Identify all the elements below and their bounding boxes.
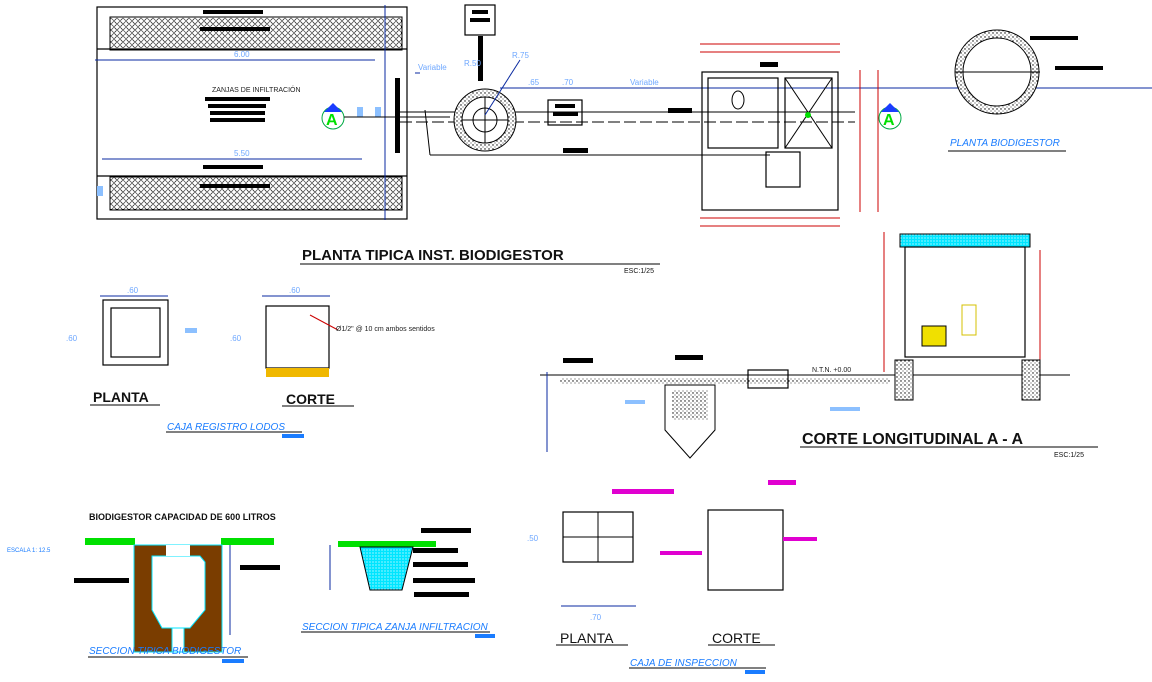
sludge-box-caption: CAJA REGISTRO LODOS [167,422,285,433]
pipe-layout: Variable R.50 R.75 .65 .70 Variable [400,4,1152,156]
inspection-box-caption: CAJA DE INSPECCION [630,658,738,669]
sludge-box: .60 .60 PLANTA .60 .60 Ø1/2" @ 10 cm amb… [66,286,435,438]
radius-r75: R.75 [512,51,529,60]
section-marker-a-right: A [878,103,902,130]
inspection-plan-label: PLANTA [560,630,614,646]
svg-text:.60: .60 [127,286,139,295]
svg-text:.60: .60 [230,334,242,343]
inspection-box: .50 .70 PLANTA CORTE CAJA DE INSPECCION [527,480,817,674]
inspection-section-label: CORTE [712,630,761,646]
biodigester-plan: PLANTA BIODIGESTOR [948,29,1103,152]
trench-label: ZANJAS DE INFILTRACIÓN [212,85,301,94]
biodigester-section: BIODIGESTOR CAPACIDAD DE 600 LITROS ESCA… [7,512,280,663]
plan-scale: ESC:1/25 [624,268,654,275]
plan-title: PLANTA TIPICA INST. BIODIGESTOR [302,247,564,264]
biodigester-scale: ESCALA 1: 12.5 [7,548,51,554]
dimension-variable-1: Variable [418,63,447,72]
svg-text:.60: .60 [289,286,301,295]
sludge-section-label: CORTE [286,391,335,407]
svg-text:.60: .60 [66,334,78,343]
sludge-plan-label: PLANTA [93,389,149,405]
svg-text:A: A [326,112,338,129]
longitudinal-section: N.T.N. +0.00 CORTE LONGITUDINAL A - A ES… [540,232,1098,459]
longitudinal-scale: ESC:1/25 [1054,452,1084,459]
trench-section: SECCION TIPICA ZANJA INFILTRACION [301,528,495,638]
biodigester-plan-caption: PLANTA BIODIGESTOR [950,138,1060,149]
trench-section-caption: SECCION TIPICA ZANJA INFILTRACION [302,622,489,633]
bathroom-plan [700,43,879,227]
infiltration-trench-plan: 6.00 5.50 ZANJAS DE INFILTRACIÓN [95,5,408,220]
ntn-level: N.T.N. +0.00 [812,367,851,374]
biodigester-section-caption: SECCION TIPICA BIODIGESTOR [89,646,241,657]
biodigester-capacity-title: BIODIGESTOR CAPACIDAD DE 600 LITROS [89,512,276,522]
dimension-0.65: .65 [528,78,540,87]
svg-text:A: A [883,112,895,129]
longitudinal-title: CORTE LONGITUDINAL A - A [802,431,1023,448]
dimension-0.70: .70 [562,78,574,87]
svg-text:.50: .50 [527,534,539,543]
svg-text:.70: .70 [590,613,602,622]
rebar-note: Ø1/2" @ 10 cm ambos sentidos [336,326,435,333]
dimension-5.50: 5.50 [234,149,250,158]
dimension-6.00: 6.00 [234,50,250,59]
section-marker-a-left: A [321,103,450,130]
radius-r50: R.50 [464,59,481,68]
dimension-variable-2: Variable [630,78,659,87]
